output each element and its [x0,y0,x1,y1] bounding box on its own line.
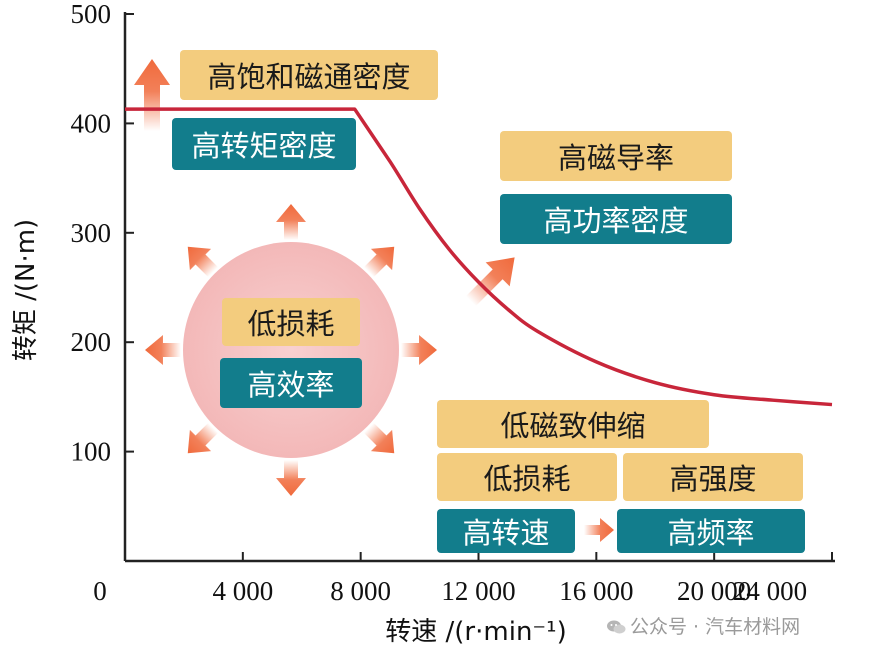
annotation-high-permeability: 高磁导率 [500,131,732,181]
watermark: 公众号 · 汽车材料网 [606,612,800,639]
arrow-icon [276,204,306,240]
annotation-low-magnetostriction: 低磁致伸缩 [437,400,709,448]
radiating-arrows [145,204,437,496]
efficiency-circle [183,242,399,458]
x-tick-label: 12 000 [441,576,515,606]
annotation-high-speed: 高转速 [437,509,575,553]
y-tick-label: 500 [71,0,112,29]
y-axis-title: 转矩 /(N·m) [11,219,41,361]
torque-curve [125,107,833,407]
arrow-icon [363,246,395,278]
x-tick-label: 24 000 [733,576,807,606]
annotation-high-power-density: 高功率密度 [500,194,732,244]
arrow-icon [187,422,219,454]
arrow-icon [187,246,219,278]
x-tick-label: 20 000 [677,576,751,606]
wechat-icon [607,620,626,634]
annotation-high-torque-density: 高转矩密度 [172,118,356,170]
annotation-high-strength: 高强度 [623,453,803,501]
x-tick-label: 4 000 [212,576,273,606]
annotation-low-loss-circle: 低损耗 [222,298,360,346]
diagonal-arrow-icon [465,257,515,307]
y-tick-label: 100 [71,437,112,467]
arrow-icon [145,335,181,365]
annotation-high-saturation: 高饱和磁通密度 [180,50,438,100]
annotation-low-loss: 低损耗 [437,453,617,501]
x-tick-label: 8 000 [330,576,391,606]
right-arrow-icon [584,518,614,542]
arrow-icon [276,460,306,496]
y-tick-label: 300 [71,218,112,248]
x-axis-title: 转速 /(r·min⁻¹) [385,617,566,647]
y-tick-label: 400 [71,108,112,138]
annotation-high-efficiency: 高效率 [220,358,362,408]
watermark-text: 公众号 · 汽车材料网 [630,616,801,638]
arrow-icon [363,422,395,454]
annotation-high-frequency: 高频率 [617,509,805,553]
up-arrow-icon [134,59,170,131]
x-tick-label: 16 000 [559,576,633,606]
y-ticks: 100 200 300 400 500 [71,0,134,467]
arrow-icon [401,335,437,365]
y-tick-label: 200 [71,327,112,357]
x-tick-label: 0 [93,576,107,606]
